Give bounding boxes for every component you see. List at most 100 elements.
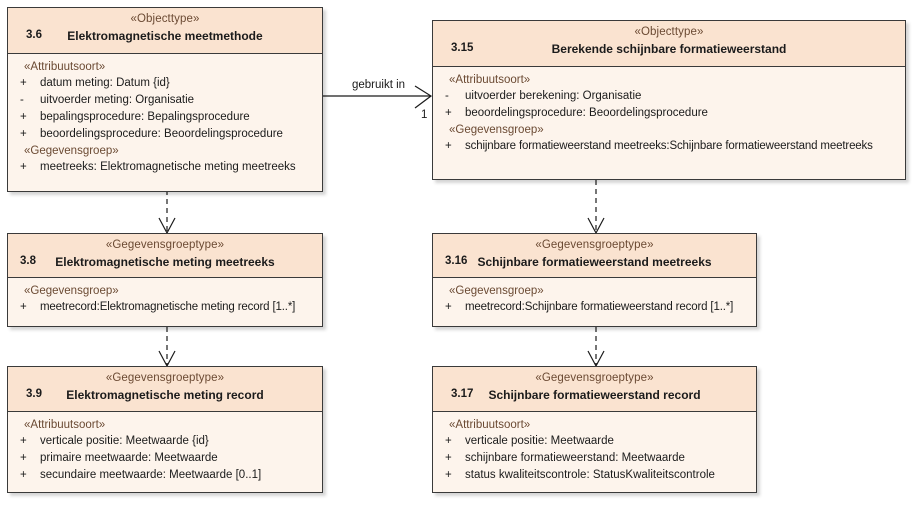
stereotype-label: «Gegevensgroeptype» xyxy=(535,372,654,384)
attribute-row: + meetrecord:Elektromagnetische meting re… xyxy=(10,299,320,316)
uml-class-header: «Objecttype» 3.15 Berekende schijnbare f… xyxy=(433,21,905,67)
uml-class-body: «Gegevensgroep» + meetrecord:Schijnbare f… xyxy=(433,278,756,326)
attribute-text: schijnbare formatieweerstand meetreeks:S… xyxy=(465,140,873,152)
uml-class-elektromagnetische-meting-record[interactable]: «Gegevensgroeptype» 3.9 Elektromagnetisc… xyxy=(7,366,323,493)
connector-dependency-315-316[interactable] xyxy=(579,180,613,235)
uml-class-elektromagnetische-meetmethode[interactable]: «Objecttype» 3.6 Elektromagnetische meet… xyxy=(7,7,323,192)
class-title-row: 3.16 Schijnbare formatieweerstand meetre… xyxy=(439,253,750,271)
stereotype-label: «Objecttype» xyxy=(634,26,704,38)
stereotype-label: «Objecttype» xyxy=(130,13,200,25)
attribute-visibility: + xyxy=(445,435,452,447)
uml-class-berekende-schijnbare-formatieweerstand[interactable]: «Objecttype» 3.15 Berekende schijnbare f… xyxy=(432,20,906,180)
attribute-visibility: + xyxy=(445,469,452,481)
class-number: 3.17 xyxy=(451,388,474,400)
attribute-visibility: + xyxy=(445,140,452,152)
attribute-visibility: + xyxy=(20,469,27,481)
class-number: 3.6 xyxy=(26,29,42,41)
attribute-row: + verticale positie: Meetwaarde xyxy=(435,433,754,450)
class-title-row: 3.17 Schijnbare formatieweerstand record xyxy=(439,386,750,404)
attribute-row: + meetrecord:Schijnbare formatieweerstand… xyxy=(435,299,754,316)
attribute-text: meetrecord:Elektromagnetische meting rec… xyxy=(40,301,296,313)
connector-dependency-316-317[interactable] xyxy=(579,327,613,368)
class-title-row: 3.9 Elektromagnetische meting record xyxy=(14,386,316,404)
compartment-label-attribuutsoort: «Attribuutsoort» xyxy=(24,61,106,73)
uml-class-body: «Attribuutsoort» + verticale positie: Mee… xyxy=(8,412,322,492)
attribute-text: verticale positie: Meetwaarde {id} xyxy=(40,435,209,447)
class-number: 3.9 xyxy=(26,388,42,400)
attribute-visibility: + xyxy=(445,301,452,313)
attribute-row: + bepalingsprocedure: Bepalingsprocedure xyxy=(10,109,320,126)
stereotype-label: «Gegevensgroeptype» xyxy=(105,239,225,251)
compartment-label-attribuutsoort: «Attribuutsoort» xyxy=(24,419,106,431)
class-title-row: 3.8 Elektromagnetische meting meetreeks xyxy=(14,253,316,271)
class-number: 3.15 xyxy=(451,42,474,54)
attribute-visibility: - xyxy=(445,90,449,102)
attribute-row: + status kwaliteitscontrole: StatusKwalit… xyxy=(435,467,754,484)
class-number: 3.16 xyxy=(445,255,468,267)
uml-class-schijnbare-formatieweerstand-record[interactable]: «Gegevensgroeptype» 3.17 Schijnbare form… xyxy=(432,366,757,493)
class-title-row: 3.15 Berekende schijnbare formatieweerst… xyxy=(439,40,899,58)
attribute-row: + schijnbare formatieweerstand meetreeks:… xyxy=(435,138,903,155)
class-name: Elektromagnetische meting record xyxy=(66,388,264,402)
attribute-row: + schijnbare formatieweerstand: Meetwaard… xyxy=(435,450,754,467)
class-name: Elektromagnetische meetmethode xyxy=(67,29,263,43)
attribute-text: primaire meetwaarde: Meetwaarde xyxy=(40,452,218,464)
attribute-visibility: + xyxy=(20,301,27,313)
stereotype-label: «Gegevensgroeptype» xyxy=(535,239,654,251)
attribute-row: + verticale positie: Meetwaarde {id} xyxy=(10,433,320,450)
compartment-label-gegevensgroep: «Gegevensgroep» xyxy=(24,285,119,297)
class-name: Elektromagnetische meting meetreeks xyxy=(55,255,275,269)
attribute-text: secundaire meetwaarde: Meetwaarde [0..1] xyxy=(40,469,262,481)
connector-dependency-36-38[interactable] xyxy=(150,190,184,235)
uml-class-header: «Gegevensgroeptype» 3.16 Schijnbare form… xyxy=(433,234,756,278)
uml-class-header: «Gegevensgroeptype» 3.9 Elektromagnetisc… xyxy=(8,367,322,412)
attribute-visibility: - xyxy=(20,94,24,106)
uml-class-body: «Attribuutsoort» - uitvoerder berekening:… xyxy=(433,67,905,179)
attribute-text: meetreeks: Elektromagnetische meting mee… xyxy=(40,161,296,173)
compartment-label-gegevensgroep: «Gegevensgroep» xyxy=(449,285,544,297)
attribute-visibility: + xyxy=(20,128,27,140)
uml-class-body: «Gegevensgroep» + meetrecord:Elektromagne… xyxy=(8,278,322,326)
attribute-row: + beoordelingsprocedure: Beoordelingsproc… xyxy=(435,105,903,122)
attribute-text: schijnbare formatieweerstand: Meetwaarde xyxy=(465,452,685,464)
attribute-text: beoordelingsprocedure: Beoordelingsproce… xyxy=(465,107,708,119)
attribute-text: meetrecord:Schijnbare formatieweerstand … xyxy=(465,301,734,313)
uml-class-header: «Objecttype» 3.6 Elektromagnetische meet… xyxy=(8,8,322,54)
attribute-visibility: + xyxy=(20,77,27,89)
attribute-text: status kwaliteitscontrole: StatusKwalite… xyxy=(465,469,715,481)
attribute-row: - uitvoerder berekening: Organisatie xyxy=(435,88,903,105)
connector-multiplicity-target: 1 xyxy=(421,109,428,121)
attribute-text: bepalingsprocedure: Bepalingsprocedure xyxy=(40,111,250,123)
attribute-text: uitvoerder meting: Organisatie xyxy=(40,94,195,106)
attribute-visibility: + xyxy=(445,452,452,464)
class-name: Schijnbare formatieweerstand meetreeks xyxy=(477,255,712,269)
uml-class-header: «Gegevensgroeptype» 3.8 Elektromagnetisc… xyxy=(8,234,322,278)
attribute-text: datum meting: Datum {id} xyxy=(40,77,170,89)
attribute-row: + secundaire meetwaarde: Meetwaarde [0..1… xyxy=(10,467,320,484)
attribute-row: + meetreeks: Elektromagnetische meting me… xyxy=(10,159,320,176)
attribute-visibility: + xyxy=(445,107,452,119)
connector-dependency-38-39[interactable] xyxy=(150,327,184,368)
uml-class-header: «Gegevensgroeptype» 3.17 Schijnbare form… xyxy=(433,367,756,412)
attribute-text: verticale positie: Meetwaarde xyxy=(465,435,614,447)
connector-association-gebruikt-in[interactable] xyxy=(322,80,438,120)
compartment-label-gegevensgroep: «Gegevensgroep» xyxy=(449,124,544,136)
class-number: 3.8 xyxy=(20,255,36,267)
class-name: Schijnbare formatieweerstand record xyxy=(488,388,701,402)
attribute-visibility: + xyxy=(20,435,27,447)
attribute-visibility: + xyxy=(20,161,27,173)
compartment-label-attribuutsoort: «Attribuutsoort» xyxy=(449,419,531,431)
class-name: Berekende schijnbare formatieweerstand xyxy=(551,42,787,56)
compartment-label-attribuutsoort: «Attribuutsoort» xyxy=(449,74,531,86)
uml-class-schijnbare-formatieweerstand-meetreeks[interactable]: «Gegevensgroeptype» 3.16 Schijnbare form… xyxy=(432,233,757,327)
compartment-label-gegevensgroep: «Gegevensgroep» xyxy=(24,145,119,157)
attribute-text: uitvoerder berekening: Organisatie xyxy=(465,90,642,102)
attribute-visibility: + xyxy=(20,452,27,464)
attribute-visibility: + xyxy=(20,111,27,123)
uml-class-body: «Attribuutsoort» + verticale positie: Mee… xyxy=(433,412,756,492)
attribute-row: - uitvoerder meting: Organisatie xyxy=(10,92,320,109)
uml-class-elektromagnetische-meting-meetreeks[interactable]: «Gegevensgroeptype» 3.8 Elektromagnetisc… xyxy=(7,233,323,327)
connector-label-gebruikt-in: gebruikt in xyxy=(352,79,406,91)
attribute-row: + datum meting: Datum {id} xyxy=(10,75,320,92)
